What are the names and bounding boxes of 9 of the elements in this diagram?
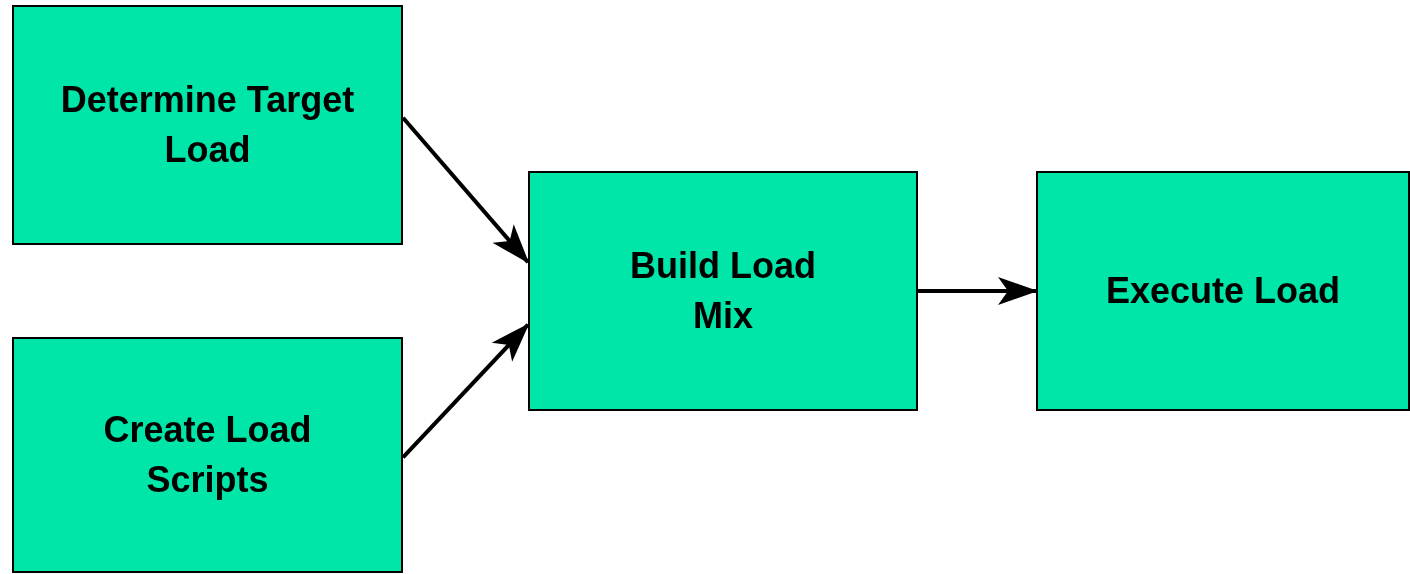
process-box xyxy=(528,171,918,411)
process-box xyxy=(12,5,403,245)
box-label: Create Load Scripts xyxy=(102,408,313,502)
process-box xyxy=(1036,171,1410,411)
box-label: Determine Target Load xyxy=(59,78,356,172)
process-box xyxy=(12,337,403,573)
arrow xyxy=(918,277,1038,305)
box-label: Build Load Mix xyxy=(629,244,817,338)
box-label: Execute Load xyxy=(1105,269,1341,313)
